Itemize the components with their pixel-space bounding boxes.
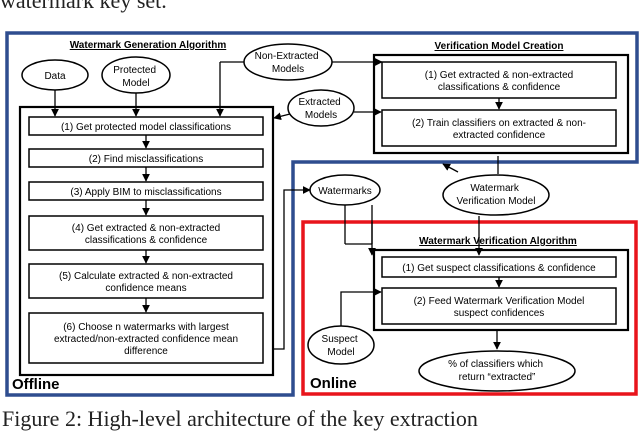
bottom-caption: Figure 2: High-level architecture of the…	[2, 406, 478, 431]
data-label: Data	[44, 71, 66, 82]
online-label: Online	[310, 375, 357, 392]
verification-model-node	[442, 174, 550, 216]
offline-region	[5, 31, 639, 397]
step-label: (1) Get suspect classifications & confid…	[402, 263, 596, 274]
extracted-models-node	[287, 89, 355, 127]
generation-title: Watermark Generation Algorithm	[70, 40, 227, 51]
step-label: (1) Get protected model classifications	[61, 122, 231, 133]
step-box	[28, 263, 264, 299]
step-box	[381, 61, 617, 99]
step-label: (2) Find misclassifications	[89, 154, 203, 165]
suspect-model-label: Suspect Model	[322, 334, 361, 358]
step-box	[381, 287, 617, 325]
verification-model-label: Watermark Verification Model	[457, 183, 536, 207]
non-extracted-models-label: Non-Extracted Models	[255, 51, 322, 75]
step-label: (3) Apply BIM to misclassifications	[70, 187, 221, 198]
result-node	[418, 350, 576, 392]
extracted-models-label: Extracted Models	[298, 97, 343, 121]
verification-title: Watermark Verification Algorithm	[419, 236, 577, 247]
suspect-model-node	[307, 325, 375, 365]
offline-label: Offline	[12, 376, 60, 393]
result-label: % of classifiers which return “extracted…	[448, 359, 546, 383]
verification-creation-container	[372, 53, 630, 155]
step-box	[28, 312, 264, 364]
architecture-diagram: Offline Online Watermark Generation Algo…	[5, 31, 639, 397]
step-label: (2) Train classifiers on extracted & non…	[412, 118, 586, 141]
online-region	[301, 220, 638, 396]
verification-creation-title: Verification Model Creation	[435, 41, 564, 52]
protected-model-label: Protected Model	[113, 65, 159, 89]
generation-container	[18, 105, 275, 377]
watermarks-label: Watermarks	[318, 186, 372, 197]
step-box	[381, 109, 617, 147]
top-caption: watermark key set.	[0, 0, 167, 13]
